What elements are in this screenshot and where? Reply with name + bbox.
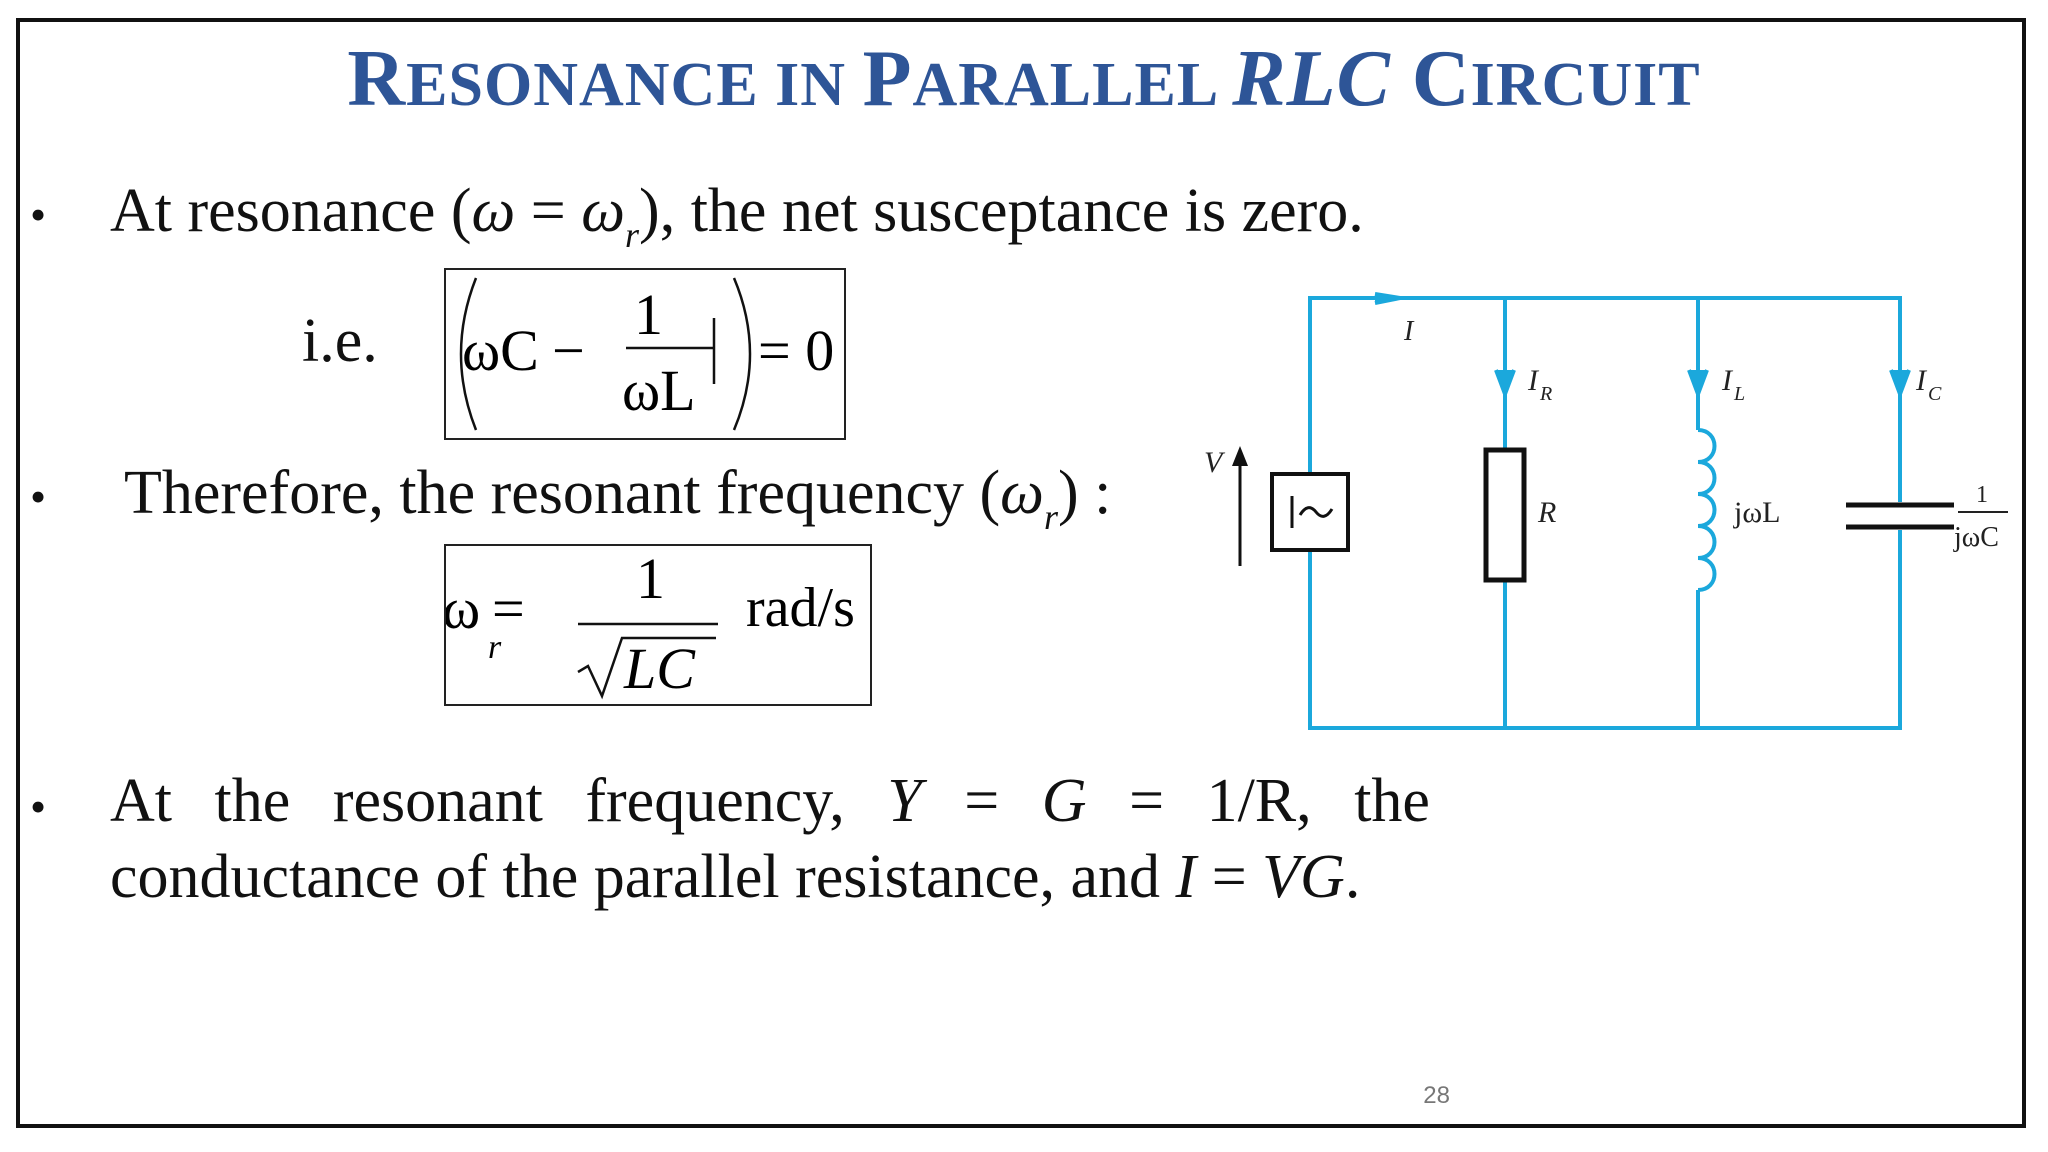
circuit-outer-loop [1308, 296, 1902, 730]
ac-source-icon [1270, 472, 1350, 552]
inductor-gap [1686, 430, 1710, 590]
bullet-3-line-2: conductance of the parallel resistance, … [110, 843, 1361, 911]
eq1-equals-zero: = 0 [758, 318, 834, 383]
voltage-arrowhead [1232, 446, 1248, 466]
current-arrow-I [1374, 292, 1401, 305]
label-V: V [1204, 446, 1226, 479]
equation-1-box: ωC − 1 ωL = 0 [444, 268, 846, 440]
label-IR: I [1527, 364, 1540, 397]
eq1-omega-c: ωC [462, 318, 539, 383]
ac-source-wave [1298, 506, 1334, 518]
label-I: I [1403, 316, 1415, 347]
inductor-coil-icon [1697, 428, 1717, 592]
label-jwL: jωL [1733, 496, 1780, 529]
label-cap-den: jωC [1953, 522, 1999, 553]
eq1-denominator: ωL [622, 358, 696, 423]
equation-2-box: ω = r 1 LC rad/s [444, 544, 872, 706]
eq2-unit: rad/s [746, 577, 855, 639]
bullet-2-text: Therefore, the resonant frequency (ωr) : [124, 459, 1112, 537]
equation-2: ω = r 1 LC rad/s [446, 546, 855, 701]
resistor-icon [1483, 447, 1527, 583]
eq2-denominator: LC [623, 636, 696, 701]
slide-title: RESONANCE IN PARALLEL RLC CIRCUIT [347, 35, 1701, 123]
label-IL: I [1721, 364, 1734, 397]
bullet-marker: • [30, 781, 47, 832]
left-paren [459, 277, 478, 431]
eq1-minus: − [552, 318, 585, 383]
label-IR-sub: R [1539, 383, 1552, 405]
current-arrow-IL [1687, 369, 1709, 400]
label-IC: I [1915, 364, 1928, 397]
bullet-marker: • [30, 189, 47, 240]
eq2-sub-r: r [488, 629, 502, 666]
ie-label: i.e. [302, 307, 378, 375]
eq2-equals: = [492, 576, 525, 641]
label-IL-sub: L [1733, 383, 1745, 405]
eq2-omega: ω [446, 576, 480, 641]
equation-1: ωC − 1 ωL = 0 [459, 277, 834, 431]
bullet-marker: • [30, 471, 47, 522]
label-IC-sub: C [1928, 383, 1942, 405]
current-arrow-IC [1889, 369, 1911, 400]
eq1-numerator: 1 [634, 282, 663, 347]
parallel-rlc-circuit: I I R I L I C V R jωL 1 jωC [1204, 292, 2008, 730]
sqrt-sign [577, 636, 716, 700]
page-number: 28 [1423, 1082, 1450, 1109]
bullet-3-line-1: At the resonant frequency, Y = G = 1/R, … [110, 767, 1430, 835]
bullet-1-text: At resonance (ω = ωr), the net susceptan… [110, 177, 1364, 255]
right-paren [732, 277, 752, 431]
current-arrow-IR [1494, 369, 1516, 400]
label-R: R [1537, 496, 1556, 529]
slide-frame [16, 18, 2026, 1128]
label-cap-num: 1 [1976, 482, 1988, 508]
eq2-numerator: 1 [636, 546, 665, 611]
